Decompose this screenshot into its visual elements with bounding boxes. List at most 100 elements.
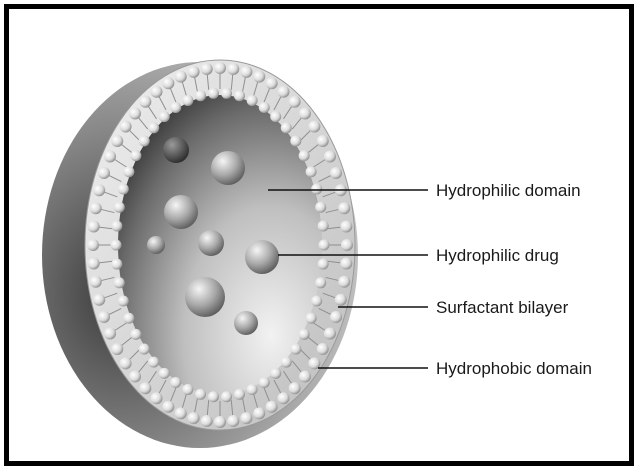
head-group-bead	[195, 389, 206, 400]
head-group-bead	[306, 166, 317, 177]
head-group-bead	[234, 389, 245, 400]
head-group-bead	[114, 202, 125, 213]
drug-particle	[185, 277, 225, 317]
head-group-bead	[162, 77, 174, 89]
head-group-bead	[130, 329, 141, 340]
label-surfactant-bilayer: Surfactant bilayer	[436, 298, 569, 317]
head-group-bead	[315, 202, 326, 213]
label-hydrophilic-drug: Hydrophilic drug	[436, 246, 559, 265]
head-group-bead	[299, 150, 310, 161]
head-group-bead	[317, 343, 329, 355]
head-group-bead	[104, 151, 116, 163]
head-group-bead	[111, 135, 123, 147]
head-group-bead	[214, 416, 226, 428]
head-group-bead	[118, 295, 129, 306]
head-group-bead	[182, 95, 193, 106]
head-group-bead	[266, 401, 278, 413]
head-group-bead	[240, 412, 252, 424]
head-group-bead	[299, 107, 311, 119]
head-group-bead	[188, 66, 200, 78]
head-group-bead	[240, 66, 252, 78]
head-group-bead	[227, 63, 239, 75]
head-group-bead	[182, 384, 193, 395]
head-group-bead	[317, 135, 329, 147]
head-group-bead	[270, 111, 281, 122]
head-group-bead	[139, 344, 150, 355]
drug-particle	[234, 311, 258, 335]
head-group-bead	[123, 313, 134, 324]
head-group-bead	[281, 122, 292, 133]
head-group-bead	[111, 259, 122, 270]
head-group-bead	[335, 294, 347, 306]
head-group-bead	[340, 220, 352, 232]
head-group-bead	[139, 135, 150, 146]
head-group-bead	[93, 184, 105, 196]
head-group-bead	[315, 277, 326, 288]
head-group-bead	[318, 259, 329, 270]
head-group-bead	[195, 90, 206, 101]
head-group-bead	[208, 391, 219, 402]
head-group-bead	[87, 239, 99, 251]
head-group-bead	[111, 240, 122, 251]
head-group-bead	[290, 344, 301, 355]
drug-particle	[163, 137, 189, 163]
head-group-bead	[170, 102, 181, 113]
head-group-bead	[330, 167, 342, 179]
head-group-bead	[88, 258, 100, 270]
head-group-bead	[270, 368, 281, 379]
head-group-bead	[114, 277, 125, 288]
head-group-bead	[201, 415, 213, 427]
head-group-bead	[111, 343, 123, 355]
head-group-bead	[90, 202, 102, 214]
head-group-bead	[104, 328, 116, 340]
head-group-bead	[289, 382, 301, 394]
head-group-bead	[151, 392, 163, 404]
head-group-bead	[162, 401, 174, 413]
head-group-bead	[98, 167, 110, 179]
head-group-bead	[234, 90, 245, 101]
head-group-bead	[93, 294, 105, 306]
head-group-bead	[139, 96, 151, 108]
head-group-bead	[340, 258, 352, 270]
head-group-bead	[299, 329, 310, 340]
head-group-bead	[221, 391, 232, 402]
head-group-bead	[129, 107, 141, 119]
head-group-bead	[318, 220, 329, 231]
head-group-bead	[290, 135, 301, 146]
head-group-bead	[306, 313, 317, 324]
head-group-bead	[188, 412, 200, 424]
head-group-bead	[338, 202, 350, 214]
head-group-bead	[221, 88, 232, 99]
head-group-bead	[129, 371, 141, 383]
head-group-bead	[308, 121, 320, 133]
head-group-bead	[324, 151, 336, 163]
drug-particle	[164, 195, 198, 229]
head-group-bead	[139, 382, 151, 394]
head-group-bead	[227, 415, 239, 427]
head-group-bead	[159, 368, 170, 379]
head-group-bead	[289, 96, 301, 108]
head-group-bead	[175, 71, 187, 83]
head-group-bead	[259, 377, 270, 388]
head-group-bead	[324, 328, 336, 340]
head-group-bead	[111, 220, 122, 231]
head-group-bead	[98, 311, 110, 323]
head-group-bead	[338, 276, 350, 288]
head-group-bead	[159, 111, 170, 122]
head-group-bead	[170, 377, 181, 388]
head-group-bead	[120, 121, 132, 133]
drug-particle	[198, 230, 224, 256]
head-group-bead	[130, 150, 141, 161]
head-group-bead	[281, 357, 292, 368]
head-group-bead	[247, 384, 258, 395]
head-group-bead	[201, 63, 213, 75]
head-group-bead	[120, 357, 132, 369]
head-group-bead	[175, 407, 187, 419]
drug-particle	[211, 151, 245, 185]
drug-particle	[245, 240, 279, 274]
head-group-bead	[214, 62, 226, 74]
head-group-bead	[123, 166, 134, 177]
head-group-bead	[148, 122, 159, 133]
head-group-bead	[90, 276, 102, 288]
